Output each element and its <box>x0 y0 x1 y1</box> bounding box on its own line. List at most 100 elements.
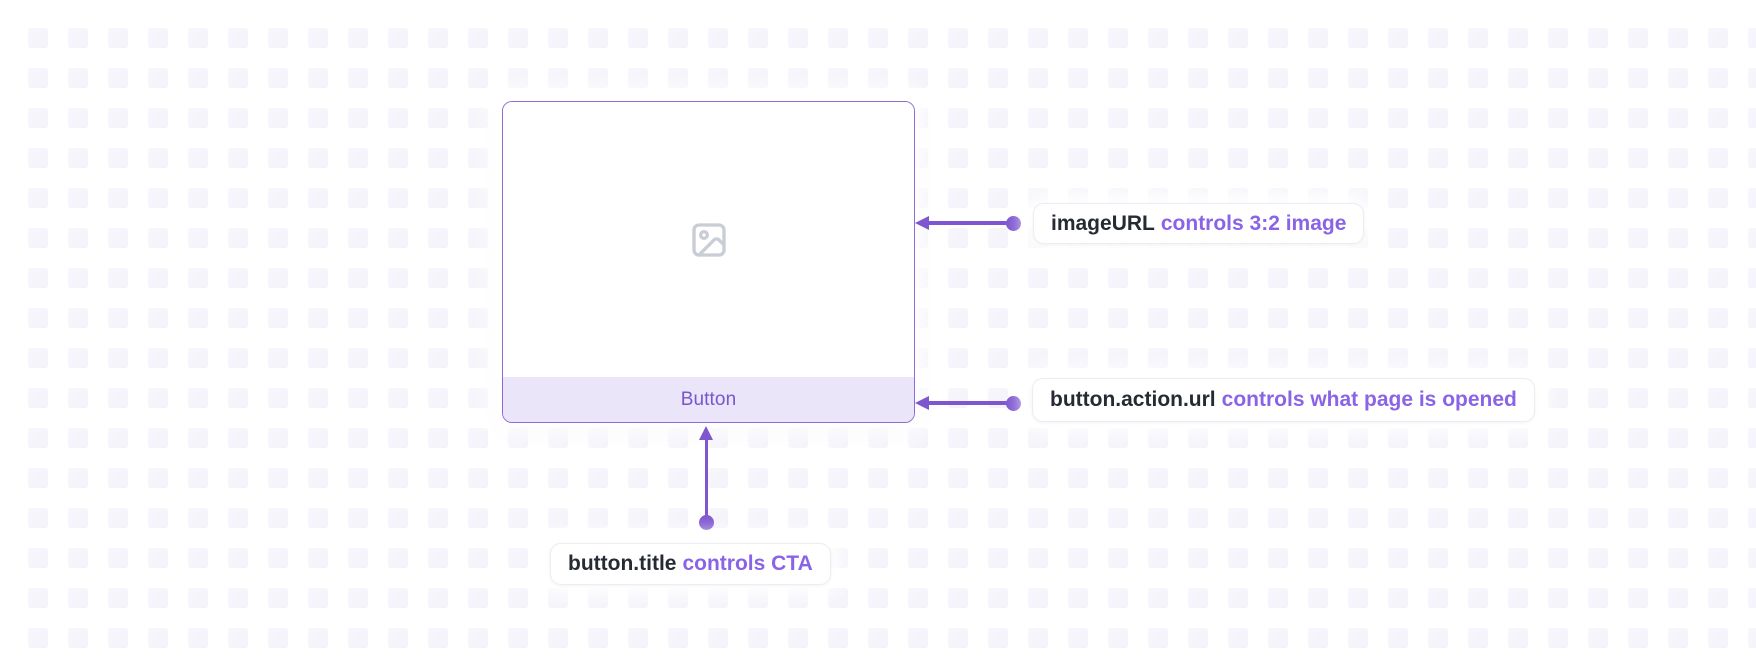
grid-square <box>148 188 168 208</box>
grid-square <box>1228 348 1248 368</box>
grid-square <box>348 468 368 488</box>
grid-square <box>28 148 48 168</box>
grid-square <box>1628 348 1648 368</box>
grid-square <box>1748 508 1756 528</box>
grid-square <box>468 308 488 328</box>
grid-square <box>948 108 968 128</box>
grid-square <box>1028 268 1048 288</box>
grid-square <box>108 308 128 328</box>
grid-square <box>468 148 488 168</box>
card-component-preview: Button <box>502 101 915 423</box>
grid-square <box>1388 348 1408 368</box>
grid-square <box>1028 588 1048 608</box>
grid-square <box>628 68 648 88</box>
grid-square <box>828 508 848 528</box>
grid-square <box>428 348 448 368</box>
grid-square <box>1468 508 1488 528</box>
grid-square <box>28 308 48 328</box>
grid-square <box>1748 148 1756 168</box>
grid-square <box>628 628 648 648</box>
grid-square <box>1708 148 1728 168</box>
grid-square <box>988 628 1008 648</box>
grid-square <box>868 548 888 568</box>
grid-square <box>428 188 448 208</box>
grid-square <box>1628 148 1648 168</box>
grid-square <box>1668 68 1688 88</box>
grid-square <box>28 628 48 648</box>
grid-square <box>1468 148 1488 168</box>
grid-square <box>268 108 288 128</box>
card-cta-button[interactable]: Button <box>503 377 914 422</box>
grid-square <box>1708 308 1728 328</box>
grid-square <box>308 268 328 288</box>
grid-square <box>548 628 568 648</box>
grid-square <box>1548 468 1568 488</box>
grid-square <box>428 588 448 608</box>
grid-square <box>1468 588 1488 608</box>
grid-square <box>1428 588 1448 608</box>
grid-square <box>948 68 968 88</box>
grid-square <box>1348 348 1368 368</box>
grid-square <box>868 508 888 528</box>
grid-square <box>1508 68 1528 88</box>
grid-square <box>1108 28 1128 48</box>
grid-square <box>1348 628 1368 648</box>
arrow-left-head-icon <box>915 395 929 410</box>
grid-square <box>1148 468 1168 488</box>
grid-square <box>228 308 248 328</box>
grid-square <box>1268 428 1288 448</box>
grid-square <box>1268 468 1288 488</box>
grid-square <box>148 508 168 528</box>
grid-square <box>1308 308 1328 328</box>
grid-square <box>948 148 968 168</box>
grid-square <box>1468 348 1488 368</box>
grid-square <box>468 508 488 528</box>
grid-square <box>988 508 1008 528</box>
grid-square <box>1308 508 1328 528</box>
grid-square <box>828 548 848 568</box>
grid-square <box>748 588 768 608</box>
grid-square <box>908 68 928 88</box>
grid-square <box>1668 28 1688 48</box>
grid-square <box>268 468 288 488</box>
grid-square <box>108 388 128 408</box>
grid-square <box>1028 108 1048 128</box>
grid-square <box>1548 388 1568 408</box>
grid-square <box>468 628 488 648</box>
grid-square <box>588 628 608 648</box>
grid-square <box>1588 508 1608 528</box>
grid-square <box>1188 108 1208 128</box>
grid-square <box>988 188 1008 208</box>
grid-square <box>348 388 368 408</box>
grid-square <box>28 28 48 48</box>
grid-square <box>348 588 368 608</box>
grid-square <box>108 228 128 248</box>
grid-square <box>1628 68 1648 88</box>
grid-square <box>1068 68 1088 88</box>
annotation-pill-button-action-url: button.action.url controls what page is … <box>1032 378 1535 422</box>
grid-square <box>1708 348 1728 368</box>
grid-square <box>1548 348 1568 368</box>
grid-square <box>1748 548 1756 568</box>
grid-square <box>228 188 248 208</box>
grid-square <box>1068 628 1088 648</box>
grid-square <box>1668 108 1688 128</box>
grid-square <box>628 508 648 528</box>
grid-square <box>548 428 568 448</box>
grid-square <box>68 508 88 528</box>
grid-square <box>68 68 88 88</box>
grid-square <box>308 28 328 48</box>
grid-square <box>1268 628 1288 648</box>
grid-square <box>28 588 48 608</box>
grid-square <box>228 428 248 448</box>
grid-square <box>428 628 448 648</box>
grid-square <box>28 468 48 488</box>
grid-square <box>788 588 808 608</box>
grid-square <box>1708 508 1728 528</box>
grid-square <box>1468 188 1488 208</box>
grid-square <box>388 588 408 608</box>
grid-square <box>1548 68 1568 88</box>
grid-square <box>1748 188 1756 208</box>
grid-square <box>908 508 928 528</box>
grid-square <box>988 468 1008 488</box>
